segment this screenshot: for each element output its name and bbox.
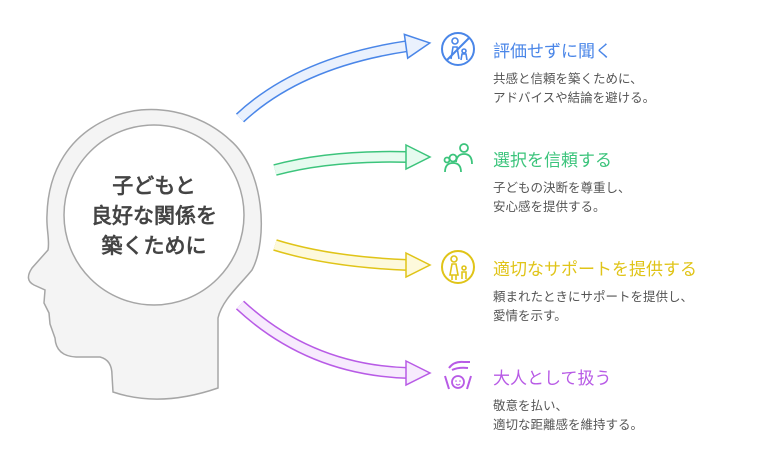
arrow-2 — [273, 143, 432, 176]
head-inner-circle — [63, 124, 245, 306]
trust-people-icon — [443, 143, 473, 173]
arrowhead — [405, 143, 432, 171]
arrowhead — [405, 359, 432, 387]
parent-child-icon — [441, 250, 475, 284]
arrow-4 — [235, 300, 432, 387]
arrow-3 — [273, 239, 432, 279]
caring-hand-icon — [444, 360, 472, 390]
item-title: 適切なサポートを提供する — [493, 260, 697, 280]
arrowhead — [405, 251, 432, 279]
item-description: 共感と信頼を築くために、アドバイスや結論を避ける。 — [493, 71, 656, 105]
center-line-2: 良好な関係を — [91, 204, 217, 228]
item-title: 評価せずに聞く — [493, 42, 612, 62]
item-description: 頼まれたときにサポートを提供し、愛情を示す。 — [493, 289, 694, 323]
item-title: 選択を信頼する — [493, 151, 612, 171]
arrow-1 — [235, 33, 432, 123]
center-line-1: 子どもと — [112, 174, 196, 198]
item-description: 敬意を払い、適切な距離感を維持する。 — [493, 398, 644, 432]
arrowhead — [403, 33, 432, 60]
item-description: 子どもの決断を尊重し、安心感を提供する。 — [493, 180, 631, 214]
central-topic: 子どもと 良好な関係を 築くために — [64, 126, 244, 306]
no-judging-icon — [441, 32, 475, 66]
item-title: 大人として扱う — [493, 369, 612, 389]
center-line-3: 築くために — [101, 234, 207, 258]
